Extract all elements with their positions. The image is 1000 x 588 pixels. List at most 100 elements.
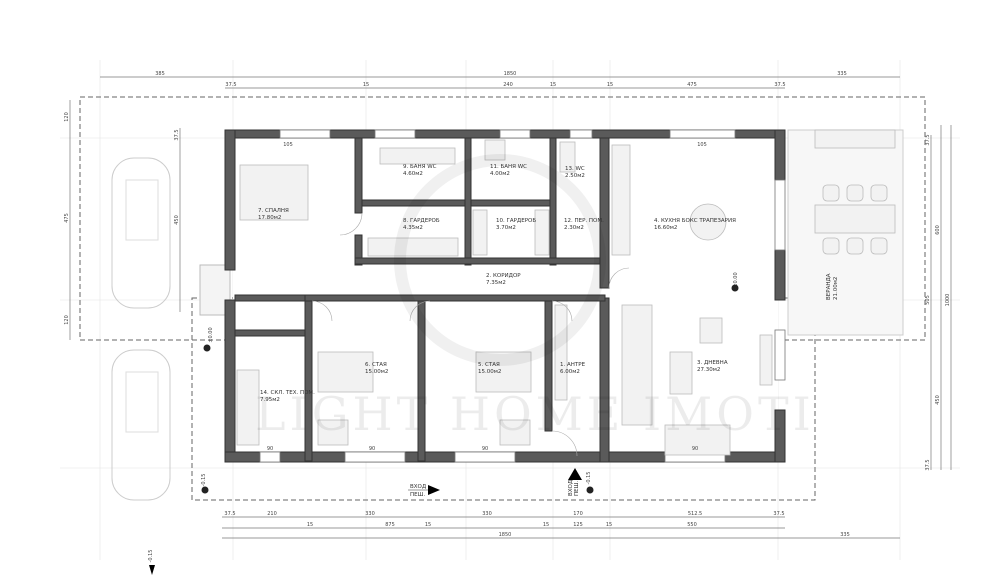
svg-text:475: 475 bbox=[64, 213, 70, 223]
svg-text:120: 120 bbox=[64, 315, 70, 325]
sofa-lower bbox=[664, 424, 731, 456]
furniture bbox=[236, 139, 773, 456]
room-5-area: 15.00м2 bbox=[478, 369, 501, 375]
doors bbox=[311, 212, 630, 457]
lower-plot-boundary bbox=[191, 297, 816, 501]
svg-text:37.5: 37.5 bbox=[174, 129, 180, 140]
svg-text:±0.00: ±0.00 bbox=[208, 327, 214, 342]
svg-text:ВХОД: ВХОД bbox=[410, 484, 427, 490]
svg-text:ПЕШ.: ПЕШ. bbox=[410, 492, 425, 498]
room-4-area: 16.60м2 bbox=[654, 225, 677, 231]
svg-text:-0.15: -0.15 bbox=[201, 474, 207, 487]
svg-text:240: 240 bbox=[503, 82, 513, 88]
room-5-label: 5. СТАЯ bbox=[478, 362, 500, 368]
entrance-pedestrian-2: ВХОД ПЕШ. bbox=[568, 468, 582, 496]
window-width-labels: 105 105 90 90 90 90 bbox=[267, 142, 707, 452]
level-marker-icon bbox=[201, 486, 209, 494]
bed-master bbox=[239, 164, 309, 221]
sofa bbox=[621, 304, 653, 426]
entrance-pedestrian-1: ВХОД ПЕШ. bbox=[408, 484, 440, 498]
svg-text:120: 120 bbox=[64, 112, 70, 122]
bed-room5 bbox=[475, 351, 532, 393]
svg-text:37.5: 37.5 bbox=[773, 511, 784, 517]
svg-text:475: 475 bbox=[687, 82, 697, 88]
svg-text:90: 90 bbox=[692, 446, 698, 452]
svg-text:335: 335 bbox=[840, 532, 850, 538]
svg-text:90: 90 bbox=[482, 446, 488, 452]
level-marker-icon bbox=[731, 284, 739, 292]
svg-text:450: 450 bbox=[935, 395, 941, 405]
watermark-text: LIGHT HOME IMOTI bbox=[255, 387, 815, 441]
room-6-area: 15.00м2 bbox=[365, 369, 388, 375]
room-7-label: 7. СПАЛНЯ bbox=[258, 208, 289, 214]
dimensions-left: 120 475 120 37.5 450 bbox=[64, 100, 181, 340]
windows bbox=[259, 129, 786, 463]
svg-text:15: 15 bbox=[607, 82, 613, 88]
room-14-area: 7.95м2 bbox=[260, 397, 280, 403]
room-6-label: 6. СТАЯ bbox=[365, 362, 387, 368]
svg-text:330: 330 bbox=[365, 511, 375, 517]
room-10-area: 3.70м2 bbox=[496, 225, 516, 231]
room-4-label: 4. КУХНЯ БОКС ТРАПЕЗАРИЯ bbox=[654, 218, 736, 224]
room-8-area: 4.35м2 bbox=[403, 225, 423, 231]
car-top bbox=[111, 157, 171, 309]
wardrobe-8 bbox=[367, 237, 459, 257]
svg-text:15: 15 bbox=[307, 522, 313, 528]
wardrobe-10b bbox=[534, 209, 550, 256]
svg-text:37.5: 37.5 bbox=[224, 511, 235, 517]
room-9-label: 9. БАНЯ WC bbox=[403, 164, 437, 170]
svg-text:125: 125 bbox=[573, 522, 583, 528]
veranda-area-text: 21.00м2 bbox=[833, 277, 839, 300]
svg-text:15: 15 bbox=[606, 522, 612, 528]
bath-vanity-9 bbox=[379, 147, 456, 165]
level-marker-icon bbox=[203, 344, 211, 352]
svg-text:505: 505 bbox=[925, 295, 931, 305]
dining-table bbox=[689, 203, 727, 241]
svg-text:512.5: 512.5 bbox=[688, 511, 702, 517]
coffee-table bbox=[669, 351, 693, 395]
room-3-area: 27.30м2 bbox=[697, 367, 720, 373]
svg-text:105: 105 bbox=[283, 142, 293, 148]
desk-room5 bbox=[499, 419, 531, 446]
watermark-logo bbox=[394, 154, 606, 366]
room-1-label: 1. АНТРЕ bbox=[560, 362, 586, 368]
svg-text:37.5: 37.5 bbox=[925, 134, 931, 145]
toilet-13 bbox=[559, 141, 576, 173]
svg-text:1000: 1000 bbox=[945, 294, 951, 307]
svg-text:1850: 1850 bbox=[499, 532, 512, 538]
svg-text:875: 875 bbox=[385, 522, 395, 528]
entrance-arrow-icon bbox=[428, 485, 440, 495]
entry-wardrobe bbox=[554, 304, 568, 401]
svg-text:105: 105 bbox=[697, 142, 707, 148]
desk-room6 bbox=[317, 419, 349, 446]
level-markers: -0.15 -0.15 -0.15 ±0.00 ±0.00 bbox=[148, 272, 739, 575]
room-11-area: 4.00м2 bbox=[490, 171, 510, 177]
room-10-label: 10. ГАРДЕРОБ bbox=[496, 218, 536, 224]
svg-text:550: 550 bbox=[687, 522, 697, 528]
room-14-label: 14. СКЛ. ТЕХ. ПОМ. bbox=[260, 390, 315, 396]
svg-text:15: 15 bbox=[363, 82, 369, 88]
svg-text:37.5: 37.5 bbox=[774, 82, 785, 88]
svg-text:90: 90 bbox=[369, 446, 375, 452]
svg-text:15: 15 bbox=[425, 522, 431, 528]
tv-unit bbox=[759, 334, 773, 386]
entrance-arrow-icon bbox=[568, 468, 582, 480]
room-12-area: 2.30м2 bbox=[564, 225, 584, 231]
svg-text:90: 90 bbox=[267, 446, 273, 452]
svg-text:-0.15: -0.15 bbox=[586, 472, 592, 485]
room-2-area: 7.35м2 bbox=[486, 280, 506, 286]
svg-text:330: 330 bbox=[482, 511, 492, 517]
storage-shelf bbox=[236, 369, 260, 446]
dimensions-bottom: 37.5 210 330 330 170 512.5 37.5 15 875 1… bbox=[222, 511, 900, 539]
svg-text:335: 335 bbox=[837, 71, 847, 77]
svg-text:170: 170 bbox=[573, 511, 583, 517]
room-9-area: 4.60м2 bbox=[403, 171, 423, 177]
room-3-label: 3. ДНЕВНА bbox=[697, 360, 728, 366]
svg-text:15: 15 bbox=[543, 522, 549, 528]
svg-text:450: 450 bbox=[174, 215, 180, 225]
svg-text:±0.00: ±0.00 bbox=[733, 272, 739, 287]
room-11-label: 11. БАНЯ WC bbox=[490, 164, 527, 170]
veranda-table bbox=[814, 129, 896, 255]
veranda-label: ВЕРАНДА bbox=[826, 273, 832, 300]
